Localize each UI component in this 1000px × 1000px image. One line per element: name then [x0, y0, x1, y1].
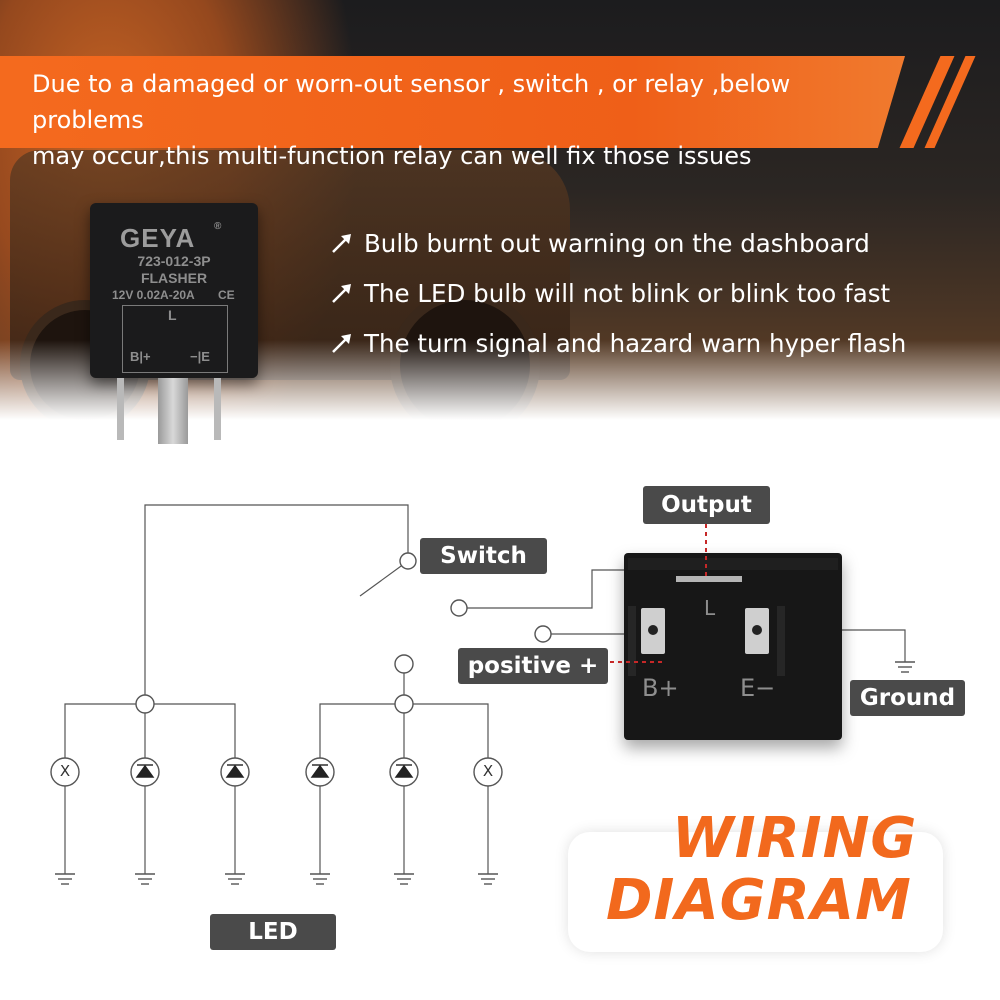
relay-pin-b: B|+: [130, 349, 151, 364]
relay-ce-mark: CE: [218, 288, 235, 302]
ground-label: Ground: [850, 680, 965, 716]
switch-label: Switch: [420, 538, 547, 574]
problem-text: Bulb burnt out warning on the dashboard: [364, 228, 870, 258]
problem-banner: [0, 56, 905, 148]
relay-terminal: [117, 378, 124, 440]
relay-pin-l: L: [168, 307, 177, 323]
problem-text: The LED bulb will not blink or blink too…: [364, 278, 891, 308]
diagram-relay-pin-e: E−: [740, 674, 776, 702]
led-label: LED: [210, 914, 336, 950]
relay-pin-panel: [122, 305, 228, 373]
diagram-relay-pin-b: B+: [642, 674, 679, 702]
problem-item: The turn signal and hazard warn hyper fl…: [328, 318, 906, 368]
banner-line-1: Due to a damaged or worn-out sensor , sw…: [32, 70, 791, 134]
relay-registered-mark: ®: [214, 221, 222, 232]
bulb-symbol: X: [59, 762, 71, 780]
flasher-relay-product: GEYA ® 723-012-3P FLASHER 12V 0.02A-20A …: [90, 203, 258, 378]
title-line-1: WIRING: [672, 806, 918, 871]
relay-terminal: [214, 378, 221, 440]
banner-line-2: may occur,this multi-function relay can …: [32, 142, 752, 170]
relay-model: 723-012-3P: [137, 253, 211, 269]
diagram-relay-pin-l: L: [704, 596, 716, 620]
bulb-symbol: X: [482, 762, 494, 780]
arrow-up-right-icon: [332, 334, 351, 353]
relay-type: FLASHER: [140, 270, 208, 286]
relay-pin-e: −|E: [190, 349, 210, 364]
title-card: [568, 832, 943, 952]
positive-label: positive +: [458, 648, 608, 684]
arrow-up-right-icon: [332, 284, 351, 303]
title-line-2: DIAGRAM: [606, 868, 912, 933]
problem-item: Bulb burnt out warning on the dashboard: [328, 218, 906, 268]
problem-list: Bulb burnt out warning on the dashboard …: [328, 218, 906, 368]
relay-brand: GEYA: [120, 223, 196, 253]
banner-text: Due to a damaged or worn-out sensor , sw…: [32, 66, 892, 174]
problem-text: The turn signal and hazard warn hyper fl…: [364, 328, 907, 358]
problem-item: The LED bulb will not blink or blink too…: [328, 268, 906, 318]
arrow-up-right-icon: [332, 234, 351, 253]
relay-rating: 12V 0.02A-20A: [112, 288, 195, 302]
relay-terminal: [158, 378, 188, 444]
output-label: Output: [643, 486, 770, 524]
